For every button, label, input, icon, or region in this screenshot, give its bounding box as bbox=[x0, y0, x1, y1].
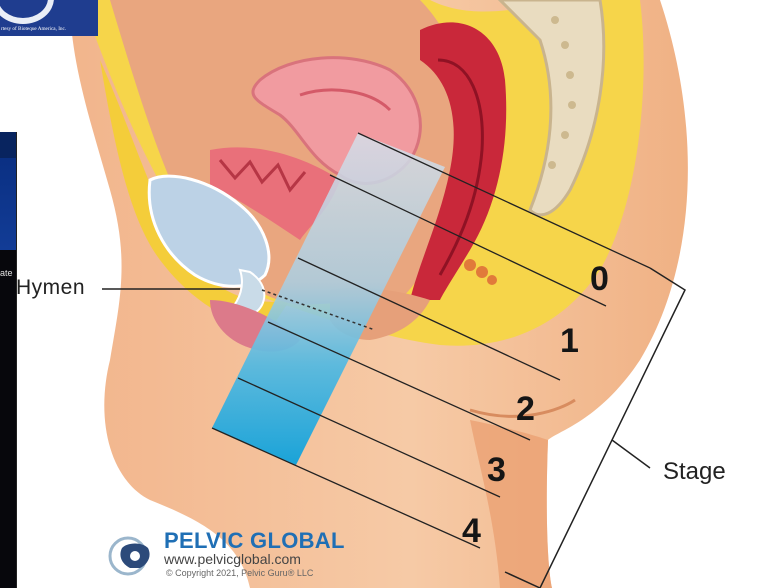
pelvis-logo-icon bbox=[108, 534, 158, 578]
left-blue-panel bbox=[0, 132, 16, 250]
logo-credit-text: rtesy of Bioteque America, Inc. bbox=[1, 26, 98, 32]
brand-copyright: © Copyright 2021, Pelvic Guru® LLC bbox=[166, 568, 313, 578]
hymen-label: Hymen bbox=[16, 276, 85, 300]
logo-ring-icon bbox=[0, 0, 54, 24]
cut-off-word: ate bbox=[0, 268, 13, 278]
partner-logo-tile: rtesy of Bioteque America, Inc. bbox=[0, 0, 98, 36]
stage-number-3: 3 bbox=[487, 453, 506, 487]
stage-number-1: 1 bbox=[560, 324, 579, 358]
stage-label: Stage bbox=[663, 458, 726, 486]
stage-number-0: 0 bbox=[590, 262, 609, 296]
stage-number-2: 2 bbox=[516, 392, 535, 426]
stage-pointer-line bbox=[612, 440, 650, 468]
brand-url: www.pelvicglobal.com bbox=[164, 551, 301, 567]
stage-number-4: 4 bbox=[462, 514, 481, 548]
